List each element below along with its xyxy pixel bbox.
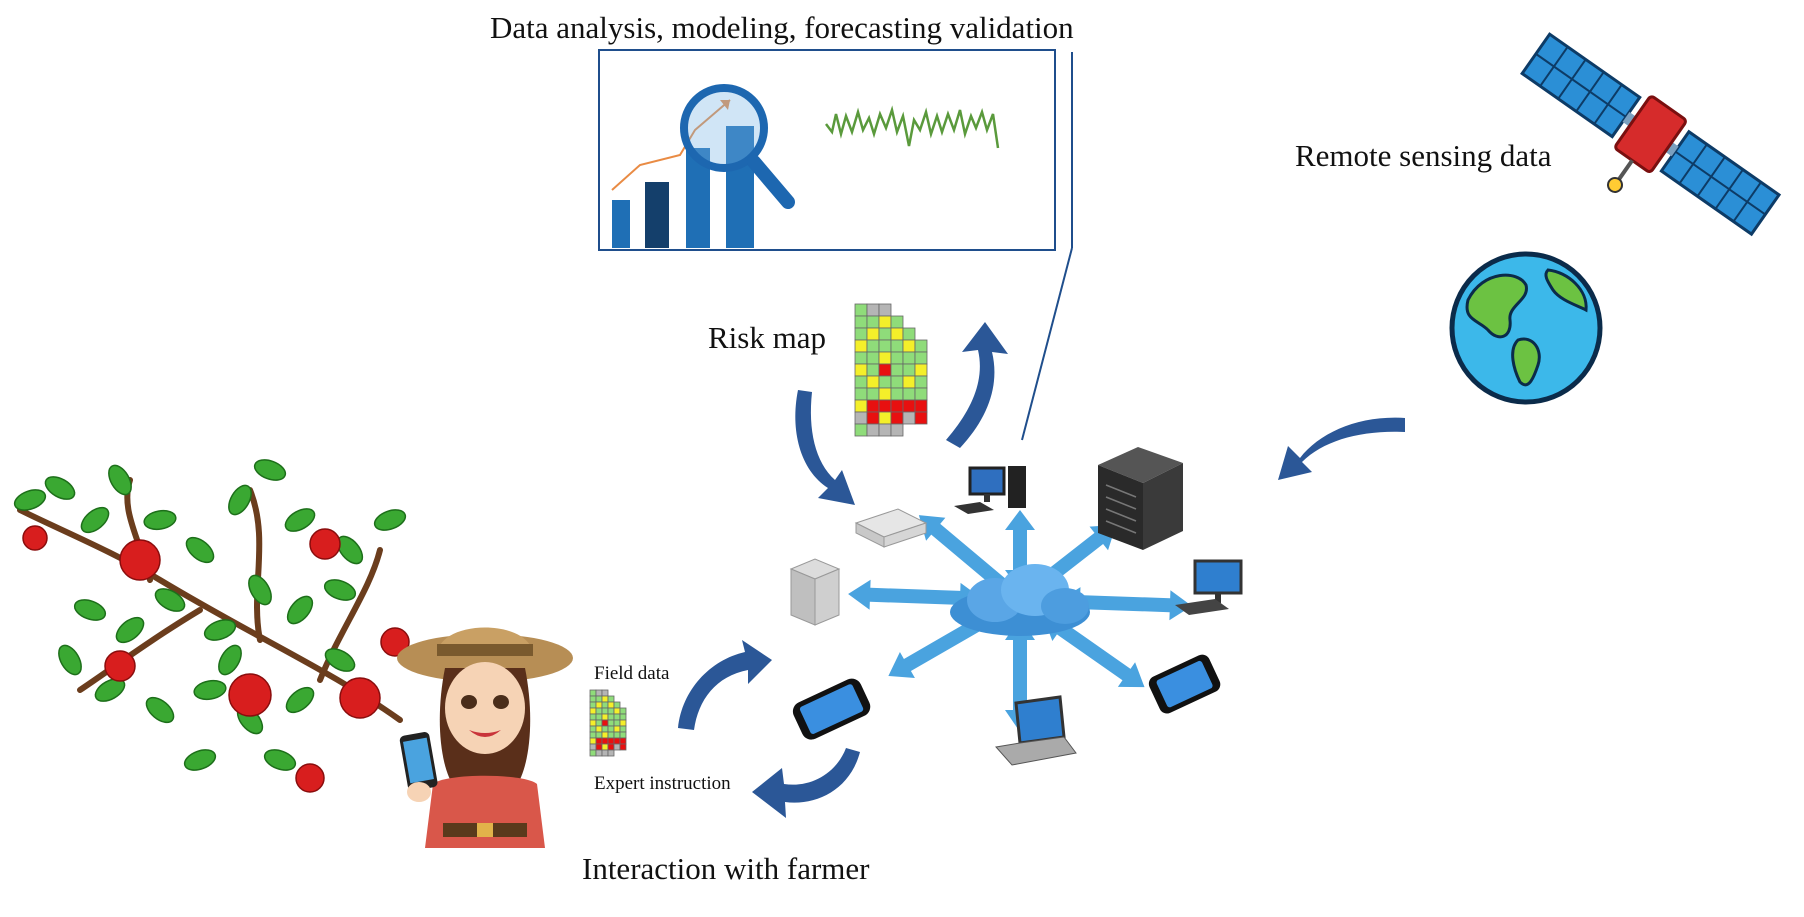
risk-cell	[595, 749, 603, 757]
risk-cell	[619, 719, 627, 727]
expert-instruction-label: Expert instruction	[594, 773, 731, 794]
field-data-grid	[589, 689, 627, 757]
risk-cell	[619, 737, 627, 745]
risk-cell	[589, 719, 597, 727]
risk-cell	[601, 707, 609, 715]
remote-sensing-label: Remote sensing data	[1295, 138, 1552, 173]
smartphone-right-icon	[1148, 654, 1221, 714]
farmer-icon	[397, 627, 573, 848]
risk-cell	[601, 737, 609, 745]
nas-icon	[789, 558, 841, 626]
arrow-riskmap-in-icon	[795, 390, 855, 505]
risk-cell	[619, 713, 627, 721]
risk-cell	[589, 707, 597, 715]
arrow-to-farmer-icon	[752, 748, 860, 818]
risk-cell	[619, 707, 627, 715]
risk-cell	[595, 743, 603, 751]
sine-wave-icon	[825, 105, 1000, 149]
risk-cell	[607, 707, 615, 715]
risk-cell	[589, 743, 597, 751]
risk-cell	[589, 737, 597, 745]
risk-cell	[589, 713, 597, 721]
risk-cell	[601, 725, 609, 733]
analysis-caption: Data analysis, modeling, forecasting val…	[490, 10, 1074, 45]
arrow-remote-to-cloud-icon	[1278, 417, 1405, 480]
risk-map-label: Risk map	[708, 320, 826, 355]
risk-cell	[607, 713, 615, 721]
smartphone-left-icon	[792, 678, 871, 740]
risk-cell	[601, 743, 609, 751]
risk-cell	[589, 695, 597, 703]
risk-cell	[613, 743, 621, 751]
laptop-icon	[995, 695, 1077, 766]
field-data-label: Field data	[594, 663, 670, 684]
risk-cell	[595, 713, 603, 721]
router-icon	[854, 508, 928, 548]
risk-cell	[595, 719, 603, 727]
risk-cell	[601, 749, 609, 757]
risk-cell	[595, 707, 603, 715]
interaction-caption: Interaction with farmer	[582, 851, 870, 886]
risk-cell	[595, 701, 603, 709]
risk-cell	[607, 725, 615, 733]
risk-cell	[595, 737, 603, 745]
risk-cell	[589, 749, 597, 757]
risk-cell	[619, 743, 627, 751]
risk-cell	[607, 749, 615, 757]
risk-cell	[601, 689, 609, 697]
arrow-fielddata-in-icon	[678, 640, 772, 730]
risk-cell	[601, 719, 609, 727]
risk-cell	[607, 719, 615, 727]
desktop-right-icon	[1175, 559, 1243, 615]
risk-cell	[595, 731, 603, 739]
risk-map-grid	[854, 303, 928, 437]
magnifier-icon	[680, 84, 795, 209]
risk-cell	[613, 725, 621, 733]
risk-cell	[607, 743, 615, 751]
risk-cell	[595, 725, 603, 733]
risk-cell	[613, 737, 621, 745]
risk-cell	[607, 737, 615, 745]
risk-cell	[595, 689, 603, 697]
satellite-icon	[1520, 32, 1782, 237]
risk-cell	[613, 731, 621, 739]
risk-cell	[914, 411, 928, 425]
risk-cell	[589, 701, 597, 709]
globe-icon	[1449, 251, 1603, 405]
risk-cell	[613, 713, 621, 721]
risk-cell	[595, 695, 603, 703]
risk-cell	[607, 701, 615, 709]
risk-cell	[613, 701, 621, 709]
apple-tree-icon	[13, 459, 410, 793]
cloud-icon	[950, 564, 1090, 636]
risk-cell	[601, 713, 609, 721]
risk-cell	[589, 725, 597, 733]
server-icon	[1098, 447, 1183, 550]
risk-cell	[613, 707, 621, 715]
risk-cell	[890, 423, 904, 437]
risk-cell	[601, 701, 609, 709]
arrow-to-analysis-icon	[946, 322, 1008, 448]
risk-cell	[607, 731, 615, 739]
analysis-panel	[598, 49, 1056, 251]
risk-cell	[613, 719, 621, 727]
risk-cell	[589, 731, 597, 739]
risk-cell	[601, 695, 609, 703]
desktop-icon	[954, 466, 1026, 514]
risk-cell	[619, 725, 627, 733]
risk-cell	[601, 731, 609, 739]
risk-cell	[607, 695, 615, 703]
risk-cell	[619, 731, 627, 739]
risk-cell	[589, 689, 597, 697]
